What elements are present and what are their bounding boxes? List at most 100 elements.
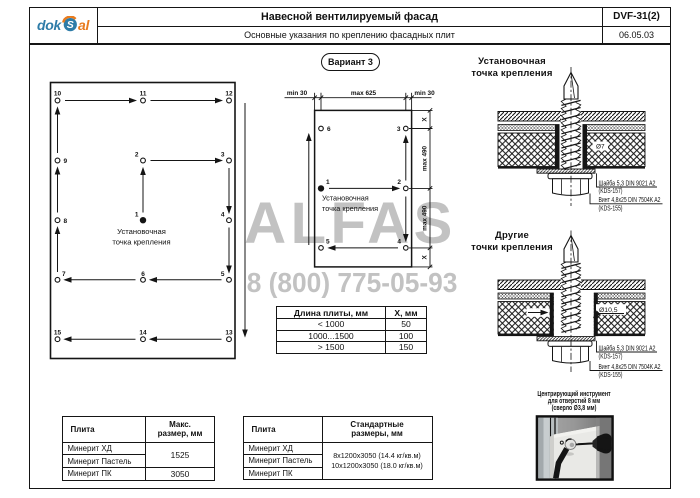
logo: dok S al: [29, 7, 97, 43]
table-row: < 1000 50: [276, 318, 427, 331]
header-code-divider: [601, 7, 603, 44]
document-date: 06.05.03: [618, 30, 655, 40]
washer: [536, 168, 596, 174]
point-label: 14: [139, 330, 147, 337]
point-label: 2: [397, 179, 401, 186]
length-value: < 1000: [276, 318, 386, 331]
svg-text:S: S: [67, 19, 74, 31]
table-row: Минерит ПК: [242, 466, 432, 481]
screw-label: Винт 4,8x25 DIN 7504K A2: [599, 197, 661, 204]
max-size-value: 1525: [145, 441, 215, 469]
dim-max490-bottom: max 490: [422, 205, 429, 231]
tool-note-line3: (сверло Ø3,8 мм): [551, 404, 597, 412]
screw-illustration: [536, 230, 596, 372]
point-label: 12: [225, 90, 233, 97]
dim-max490-top: max 490: [422, 145, 429, 171]
header-bottom-line: [29, 43, 671, 45]
point-label: 3: [397, 126, 401, 133]
top-dimension-lines: [284, 92, 432, 111]
install-point-caption-line2: точка крепления: [322, 204, 378, 213]
hole-diameter-label: Ø7: [596, 144, 605, 151]
standard-size-table: Плита Стандартные размеры, мм Минерит ХД…: [242, 415, 433, 481]
tool-note: Центрирующий инструмент для отверстий 8 …: [523, 391, 625, 413]
plate-name: Минерит ХД: [242, 441, 323, 456]
point-label: 4: [397, 239, 401, 246]
drill-tool-photo: [535, 415, 614, 481]
head-flange: [547, 172, 593, 180]
section-other-title-line1: Другие: [494, 230, 529, 241]
sequence-arrows: [58, 101, 246, 340]
table-row: Минерит ХД 1525: [61, 441, 215, 469]
section-other-title: Другие точки крепления: [450, 230, 574, 253]
section-install-title: Установочная точка крепления: [450, 56, 574, 79]
screw-label: Винт 4,8x25 DIN 7504K A2: [599, 364, 661, 371]
plate-name: Минерит Пастель: [61, 454, 146, 469]
install-point-marker: [139, 217, 147, 224]
watermark-phone: 8 (800) 775-05-93: [246, 266, 458, 298]
point-label: 9: [64, 158, 68, 165]
point-label: 6: [327, 126, 331, 133]
standard-size-line1: 8x1200x3050 (14.4 кг/кв.м): [333, 451, 421, 461]
install-point-caption-line2: точка крепления: [112, 238, 170, 247]
install-point-caption-line1: Установочная: [117, 227, 166, 236]
watermark-brand: ALFAS: [244, 190, 457, 256]
variant-badge: Вариант 3: [321, 53, 380, 71]
washer-label: Шайба 5,3 DIN 9021 A2: [599, 179, 656, 187]
sequence-arrows: [309, 135, 406, 248]
length-table-col2-header: X, мм: [385, 306, 427, 319]
screw-illustration: [536, 67, 596, 206]
dim-x-bottom: X: [422, 255, 429, 260]
plate-dimension-diagram: min 30 max 625 min 30 X max 490: [284, 90, 435, 270]
tool-note-line1: Центрирующий инструмент: [537, 391, 611, 398]
fastening-points: [318, 125, 409, 251]
right-dimension-lines: [409, 107, 433, 270]
length-value: > 1500: [276, 341, 386, 354]
point-label: 5: [326, 239, 330, 246]
point-label: 4: [221, 211, 225, 218]
max-table-col2-header-line2: размер, мм: [157, 429, 203, 439]
point-label: 1: [326, 179, 330, 186]
washer: [536, 336, 596, 342]
header-logo-divider: [96, 7, 98, 44]
x-value: 100: [385, 329, 427, 343]
length-value: 1000...1500: [276, 329, 386, 343]
std-table-col1-header: Плита: [242, 415, 323, 443]
table-row: > 1500 150: [276, 341, 427, 354]
header-middle-line: [97, 25, 671, 27]
hex-head: [552, 178, 589, 196]
std-table-col2-header: Стандартные размеры, мм: [321, 415, 433, 443]
max-size-value: 3050: [145, 467, 215, 481]
max-table-col2-header-line1: Макс.: [169, 420, 191, 430]
table-row: Минерит ХД 8x1200x3050 (14.4 кг/кв.м) 10…: [242, 441, 433, 481]
x-value: 50: [385, 318, 427, 331]
dim-max625: max 625: [351, 90, 377, 97]
point-label: 2: [135, 152, 139, 159]
dim-min30-right: min 30: [414, 90, 435, 97]
plate-name: Минерит ХД: [61, 441, 146, 456]
hex-head: [552, 345, 589, 364]
table-row: 1000...1500 100: [276, 329, 427, 343]
point-label: 13: [225, 330, 233, 337]
install-point-cross-section: Ø7 Шайба 5,3 DIN 9021 A2 (KDS-157) Винт …: [497, 67, 663, 212]
point-label: 6: [141, 271, 145, 278]
washer-code: (KDS-157): [599, 188, 623, 195]
point-label: 5: [221, 271, 225, 278]
document-code: DVF-31(2): [613, 11, 660, 22]
fastening-points: [54, 97, 232, 343]
install-point-caption-line1: Установочная: [322, 194, 369, 203]
point-label: 10: [54, 90, 62, 97]
max-size-table: Плита Макс. размер, мм Минерит ХД 1525 М…: [61, 416, 215, 481]
plate-name: Минерит ПК: [61, 467, 146, 481]
point-label: 7: [62, 271, 66, 278]
section-install-title-line1: Установочная: [478, 56, 546, 67]
document-subtitle: Основные указания по креплению фасадных …: [244, 30, 455, 40]
point-label: 8: [64, 218, 68, 225]
point-label: 1: [135, 211, 139, 218]
point-label: 11: [140, 90, 147, 97]
hole-diameter-label: Ø10,5: [599, 307, 618, 314]
plate-length-table: Длина плиты, мм X, мм < 1000 50 1000...1…: [276, 306, 427, 354]
dim-x-top: X: [422, 117, 429, 122]
screw-code: (KDS-155): [599, 372, 623, 379]
